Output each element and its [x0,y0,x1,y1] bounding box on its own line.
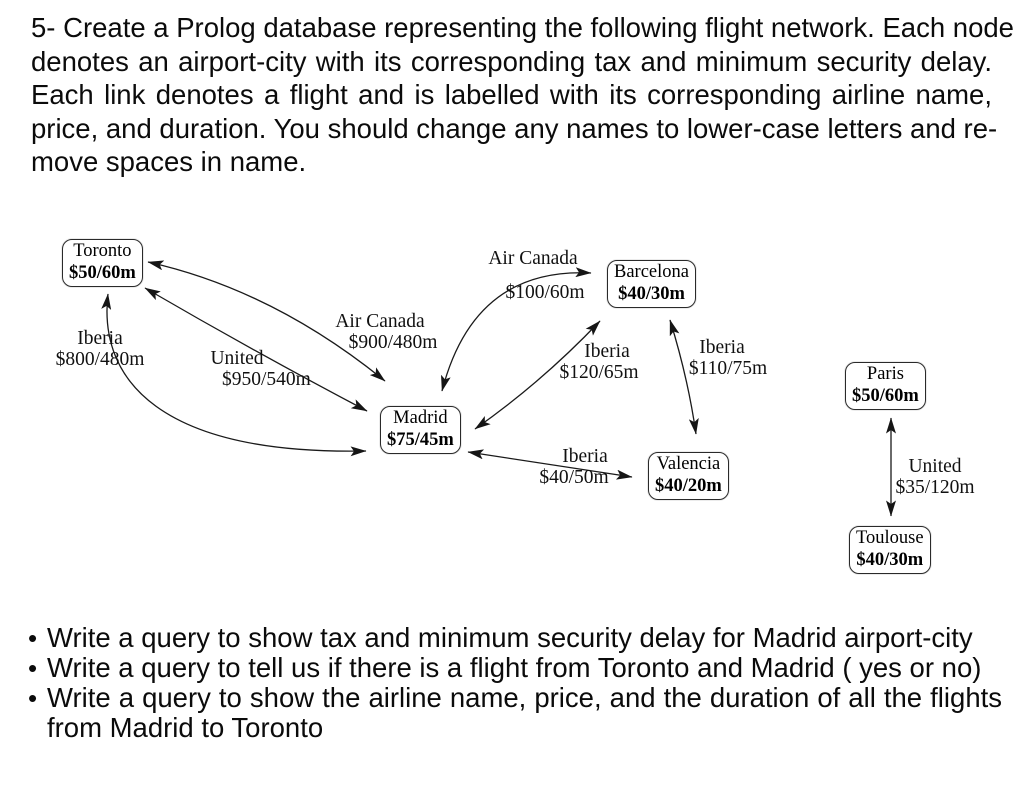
airline-name: United [908,456,962,477]
edge-label-iberia-madrid-valencia: Iberia $40/50m [520,446,650,488]
edge-label-iberia-toronto-madrid: Iberia $800/480m [35,328,165,370]
airport-name: Barcelona [614,262,689,282]
airline-name: Iberia [699,337,745,358]
airport-name: Toulouse [856,528,924,548]
airport-name: Paris [866,364,904,384]
airport-tax-delay: $40/30m [856,549,924,570]
problem-line: denotes an airport-city with its corresp… [31,45,992,77]
list-item: • Write a query to tell us if there is a… [28,652,1004,684]
airline-name: United [210,348,264,369]
airport-tax-delay: $50/60m [852,385,919,406]
airline-name: Iberia [562,446,608,467]
airport-name: Valencia [656,454,721,474]
bullet-glyph: • [28,653,38,683]
edge-label-united-paris-toulouse: United $35/120m [870,456,1000,498]
price-duration: $110/75m [688,358,768,379]
question-line: Write a query to tell us if there is a f… [47,652,982,683]
price-duration: $120/65m [559,362,639,383]
airport-tax-delay: $50/60m [69,262,136,283]
problem-line: Each link denotes a flight and is labell… [31,79,992,111]
question-line: from Madrid to Toronto [47,712,324,743]
list-item: • Write a query to show tax and minimum … [28,622,1004,654]
node-toronto: Toronto $50/60m [62,239,143,287]
airport-tax-delay: $40/20m [655,475,722,496]
price-duration: $100/60m [505,282,585,303]
edge-label-iberia-madrid-barcelona: Iberia $120/65m [542,341,672,383]
question-line: Write a query to show tax and minimum se… [47,622,973,653]
bullet-glyph: • [28,623,38,653]
airline-name: Iberia [584,341,630,362]
airport-tax-delay: $40/30m [618,283,685,304]
problem-line: move spaces in name. [31,146,307,178]
bullet-glyph: • [28,683,38,713]
price-duration: $900/480m [348,332,438,353]
question-list: • Write a query to show tax and minimum … [28,623,1004,743]
node-valencia: Valencia $40/20m [648,452,729,500]
problem-line: price, and duration. You should change a… [31,112,998,144]
node-toulouse: Toulouse $40/30m [849,526,931,574]
node-paris: Paris $50/60m [845,362,926,410]
price-duration: $950/540m [222,369,311,390]
price-duration: $40/50m [539,467,609,488]
question-line: Write a query to show the airline name, … [47,682,1002,713]
airline-name: Air Canada [335,311,425,332]
edge-label-aircanada-madrid-barcelona: Air Canada $100/60m [468,248,598,303]
airline-name: Iberia [77,328,123,349]
list-item: • Write a query to show the airline name… [28,683,1004,743]
edge-label-united-toronto-madrid: United $950/540m [172,348,311,390]
edge-label-iberia-barcelona-valencia: Iberia $110/75m [657,337,787,379]
edge-label-aircanada-toronto-madrid: Air Canada $900/480m [315,311,445,353]
airport-tax-delay: $75/45m [387,429,454,450]
problem-statement: 5- Create a Prolog database representing… [31,11,1014,179]
airport-name: Madrid [393,408,448,428]
problem-line: 5- Create a Prolog database representing… [31,12,1014,43]
price-duration: $35/120m [895,477,975,498]
airport-name: Toronto [73,241,132,261]
node-madrid: Madrid $75/45m [380,406,461,454]
node-barcelona: Barcelona $40/30m [607,260,696,308]
airline-name: Air Canada [488,248,578,269]
price-duration: $800/480m [55,349,145,370]
